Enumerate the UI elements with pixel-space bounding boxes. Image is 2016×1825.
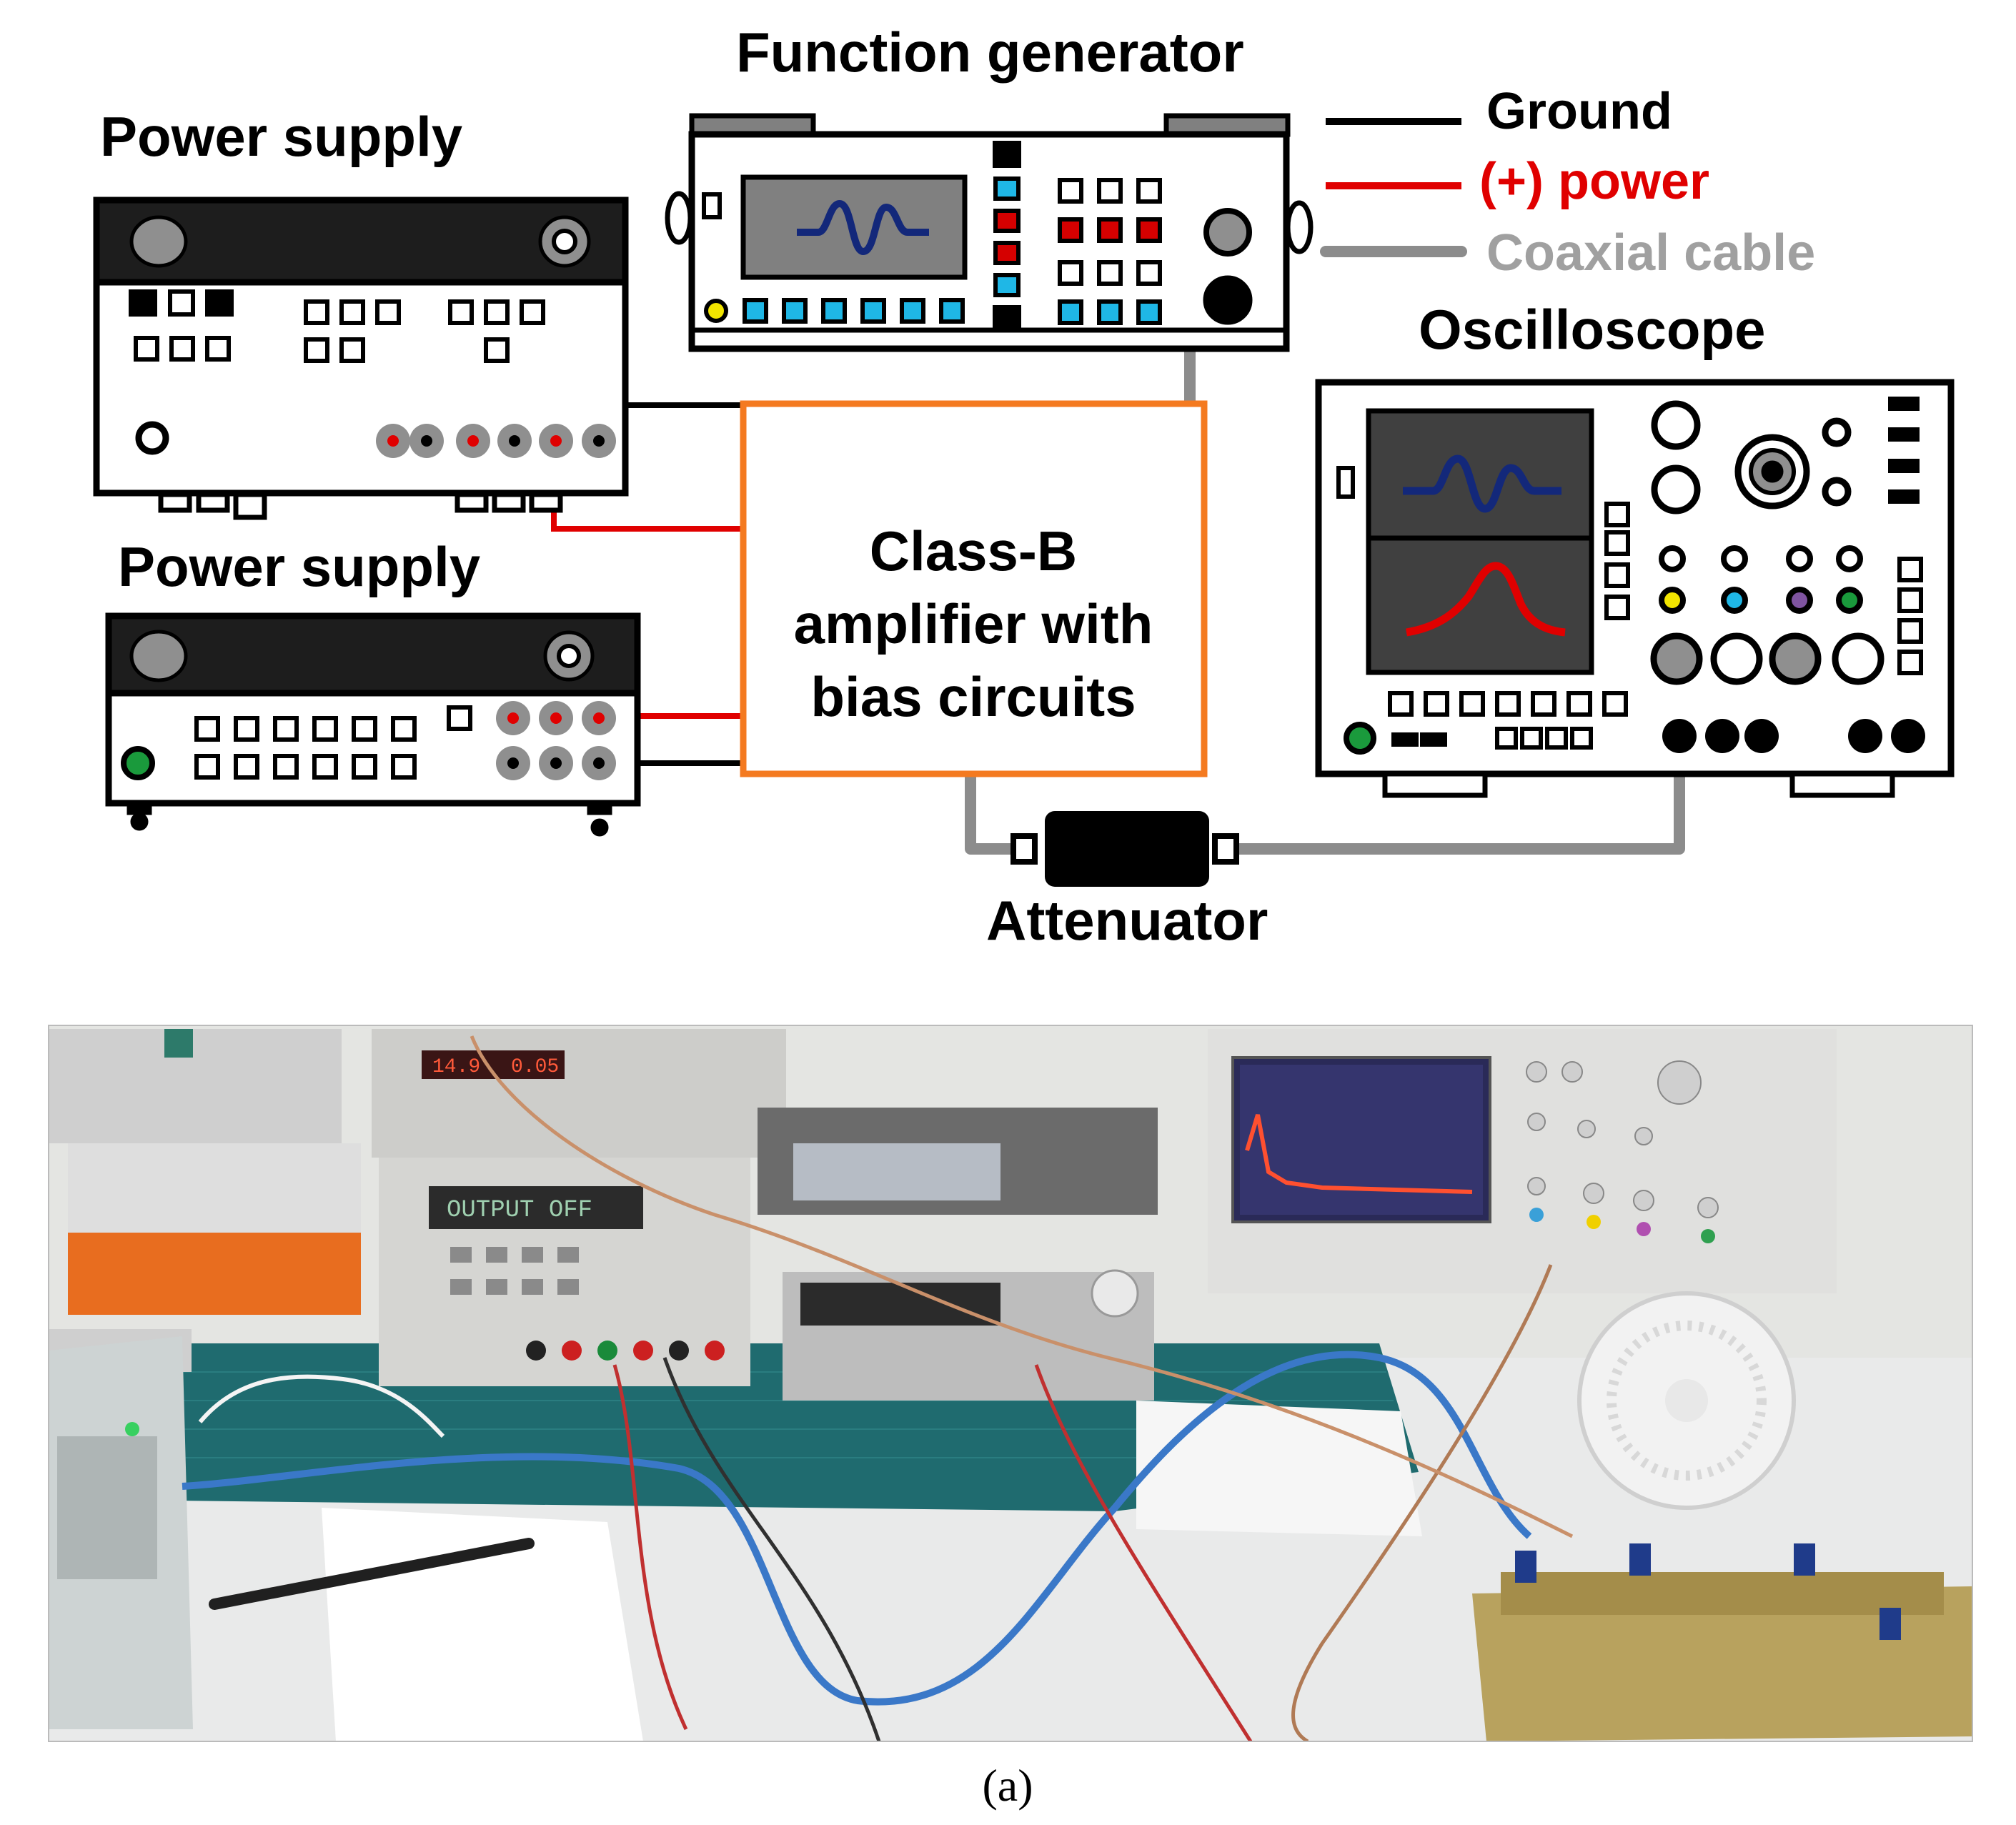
- attenuator-right-cap: [1212, 833, 1239, 865]
- scope-screen-bottom: [1366, 535, 1594, 675]
- scope-knobs: [1651, 400, 1852, 514]
- photo-supply-right-reading: 0.05: [511, 1056, 559, 1078]
- amplifier-line-2: amplifier with: [794, 592, 1153, 655]
- psu-bottom-buttons: [194, 705, 472, 780]
- attenuator-body: [1045, 811, 1209, 887]
- psu-top-left-knob: [129, 215, 188, 268]
- scope-right-bars: [1888, 397, 1920, 504]
- function-generator: [665, 113, 1314, 352]
- function-generator-title: Function generator: [736, 21, 1244, 84]
- amplifier-box: Class-B amplifier with bias circuits: [740, 400, 1208, 777]
- fg-knob: [1203, 208, 1252, 257]
- scope-screen-top: [1366, 408, 1594, 541]
- scope-input-connectors: [1662, 719, 1925, 753]
- amplifier-line-1: Class-B: [870, 519, 1077, 582]
- oscilloscope: [1315, 379, 1955, 798]
- fg-column-buttons: [993, 141, 1021, 332]
- amplifier-box-border: [740, 400, 1208, 777]
- photo-agilent-display-text: OUTPUT OFF: [447, 1197, 592, 1224]
- scope-feet: [1382, 771, 1895, 798]
- scope-small-slots: [1391, 727, 1593, 750]
- scope-sine-trace: [1403, 454, 1561, 513]
- psu-top-buttons: [129, 289, 545, 363]
- psu-bottom-feet: [126, 802, 612, 837]
- psu-bottom-power-switch: [121, 746, 155, 780]
- fg-waveform: [797, 199, 929, 256]
- coax-amplifier-to-attenuator: [965, 772, 1015, 855]
- power-supply-top: [93, 197, 629, 520]
- legend-power-label: (+) power: [1479, 153, 1709, 210]
- scope-bottom-buttons: [1388, 691, 1628, 717]
- amplifier-line-3: bias circuits: [810, 665, 1136, 728]
- psu-top-power-switch: [135, 421, 169, 455]
- scope-right-buttons: [1897, 557, 1923, 675]
- oscilloscope-title: Oscilloscope: [1419, 298, 1766, 361]
- psu-bottom-terminals: [496, 701, 616, 780]
- scope-peak-trace: [1406, 562, 1566, 637]
- attenuator-title: Attenuator: [986, 889, 1268, 952]
- power-supply-bottom-title: Power supply: [118, 535, 480, 598]
- attenuator-device: [1011, 811, 1239, 887]
- legend-coax-label: Coaxial cable: [1486, 224, 1815, 282]
- photo-supply-left-reading: 14.9: [432, 1056, 480, 1078]
- photo-pcb: [1472, 1586, 1972, 1741]
- fg-output-connector: [1203, 275, 1253, 325]
- scope-channel-knobs: [1659, 545, 1863, 614]
- legend-ground-label: Ground: [1486, 83, 1672, 140]
- psu-top-feet: [158, 492, 563, 520]
- scope-channel-dials: [1650, 632, 1885, 685]
- scope-side-buttons: [1604, 502, 1630, 620]
- power-supply-bottom: [105, 612, 641, 837]
- photo-agilent-display: [429, 1186, 643, 1229]
- psu-top-header: [93, 197, 629, 286]
- psu-bottom-header: [105, 612, 641, 697]
- psu-top-terminals: [376, 424, 616, 458]
- fg-keypad: [1058, 178, 1162, 325]
- attenuator-left-cap: [1011, 833, 1038, 865]
- figure-caption: (a): [982, 1760, 1033, 1811]
- lab-setup-photo: 14.9 0.05 OUTPUT OFF: [48, 1025, 1973, 1742]
- legend: Ground (+) power Coaxial cable: [1320, 83, 1815, 282]
- power-supply-top-title: Power supply: [100, 105, 462, 168]
- fg-cyan-buttons: [743, 298, 965, 324]
